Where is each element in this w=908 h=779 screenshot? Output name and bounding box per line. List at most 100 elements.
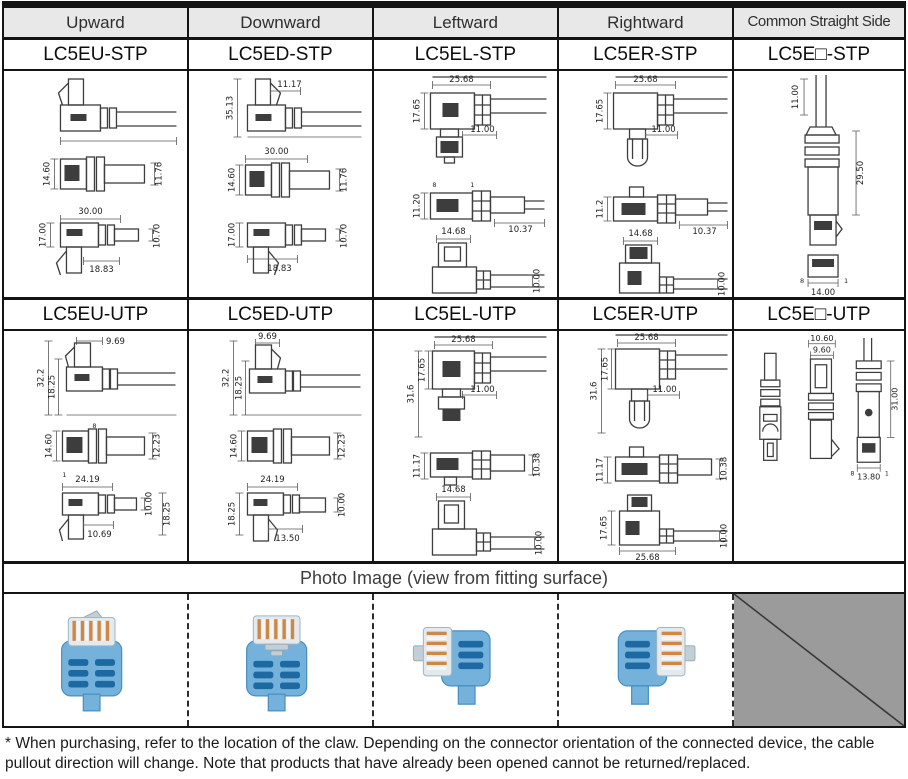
dim-label: 10.37 [692, 227, 716, 237]
front-view: 14.60 8 1 12.23 [44, 422, 162, 479]
dim-label: 10.00 [534, 531, 544, 555]
dim-label: 9.69 [106, 337, 125, 347]
front-view: 8 1 14.00 [800, 254, 848, 297]
pin-label-8: 8 [850, 471, 854, 478]
pin-label-8: 8 [432, 181, 436, 189]
utp-rightward-drawing: 25.68 31.6 17.65 11.00 [589, 333, 729, 561]
top-view: 8 1 11.20 10.37 [412, 181, 545, 235]
dim-label: 14.60 [42, 162, 52, 186]
dim-label: 17.65 [417, 358, 427, 382]
stp-downward-drawing: 35.13 11.17 30.00 14.60 [225, 78, 362, 276]
photo-upward-cell [4, 594, 189, 726]
dim-label: 18.83 [267, 264, 291, 274]
dim-label: 18.25 [47, 375, 57, 399]
utp-straight-cell: 10.60 9.60 [734, 331, 904, 561]
bottom-view-elbow: 17.65 10.00 25.68 [599, 494, 729, 561]
model-lc5eu-utp: LC5EU-UTP [4, 300, 189, 329]
dim-label: 31.6 [406, 385, 416, 404]
photo-row [4, 594, 904, 726]
header-leftward: Leftward [374, 8, 559, 37]
dim-label: 14.60 [44, 434, 54, 458]
bottom-view-elbow: 14.68 10.00 [431, 485, 545, 556]
utp-leftward-cell: 25.68 31.6 17.65 11.00 [374, 331, 559, 561]
side-view-bottom: 30.00 10.70 17.00 18.83 [38, 207, 162, 276]
stp-upward-drawing: 14.60 11.76 30.00 [38, 78, 177, 276]
photo-leftward-connector [413, 627, 491, 705]
stp-drawing-row: 14.60 11.76 30.00 [4, 71, 904, 300]
dim-label: 17.00 [227, 223, 237, 247]
model-lc5eu-stp: LC5EU-STP [4, 40, 189, 69]
header-downward: Downward [189, 8, 374, 37]
utp-straight-drawing: 10.60 9.60 [759, 333, 899, 481]
dim-label: 11.20 [412, 194, 422, 218]
photo-rightward-cell [559, 594, 734, 726]
cable-stub [458, 685, 476, 705]
dim-label: 25.68 [634, 333, 658, 343]
dim-label: 10.60 [810, 333, 833, 343]
dim-label: 32.2 [221, 369, 231, 388]
dim-label: 35.13 [225, 96, 235, 120]
model-lc5er-stp: LC5ER-STP [559, 40, 734, 69]
stp-rightward-cell: 25.68 17.65 11.00 11.2 [559, 71, 734, 297]
side-view-bottom: 17.00 10.70 18.83 [227, 222, 349, 276]
footnote-text: * When purchasing, refer to the location… [5, 735, 875, 773]
utp-rightward-cell: 25.68 31.6 17.65 11.00 [559, 331, 734, 561]
front-view: 30.00 14.60 11.76 [227, 147, 349, 198]
front-view-right-connector: 31.00 8 1 13.80 [850, 338, 899, 481]
dim-label: 18.25 [227, 502, 237, 526]
stp-model-row: LC5EU-STP LC5ED-STP LC5EL-STP LC5ER-STP … [4, 40, 904, 71]
dim-label: 31.6 [589, 382, 599, 401]
header-upward: Upward [4, 8, 189, 37]
dim-label: 10.70 [152, 224, 162, 248]
orientation-header-row: Upward Downward Leftward Rightward Commo… [4, 8, 904, 40]
dim-label: 25.68 [633, 75, 657, 85]
header-rightward: Rightward [559, 8, 734, 37]
model-lc5el-stp: LC5EL-STP [374, 40, 559, 69]
dim-label: 11.00 [470, 385, 494, 395]
photo-leftward-cell [374, 594, 559, 726]
dim-label: 29.50 [856, 161, 866, 185]
side-view-left-connector [759, 352, 782, 461]
stp-leftward-drawing: 25.68 17.65 11.00 8 1 [412, 75, 547, 294]
dim-label: 14.68 [441, 227, 465, 237]
bottom-view-elbow: 14.68 10.00 [618, 229, 728, 296]
side-view-elbow-up: 9.69 32.2 18.25 [36, 337, 177, 416]
dim-label: 10.00 [719, 524, 729, 548]
dim-label: 13.80 [857, 471, 880, 481]
stp-leftward-cell: 25.68 17.65 11.00 8 1 [374, 71, 559, 297]
pin-label-1: 1 [844, 277, 848, 285]
dim-label: 10.38 [532, 453, 542, 477]
not-applicable-cell [733, 594, 904, 726]
dim-label: 9.69 [258, 332, 277, 342]
side-view-elbow-down: 35.13 11.17 [225, 78, 362, 138]
dim-label: 10.70 [339, 224, 349, 248]
side-view-straight: 11.00 29.50 [791, 75, 866, 246]
dim-label: 11.00 [651, 125, 675, 135]
dim-label: 18.25 [162, 502, 172, 526]
model-lc5el-utp: LC5EL-UTP [374, 300, 559, 329]
dim-label: 14.60 [227, 168, 237, 192]
model-lc5ed-stp: LC5ED-STP [189, 40, 374, 69]
dim-label: 9.60 [813, 344, 831, 354]
stp-downward-cell: 35.13 11.17 30.00 14.60 [189, 71, 374, 297]
utp-upward-cell: 9.69 32.2 18.25 14.60 [4, 331, 189, 561]
utp-downward-drawing: 9.69 32.2 18.25 14.60 [221, 332, 362, 544]
dim-label: 11.76 [339, 168, 349, 192]
side-view-center-connector: 10.60 9.60 [807, 333, 840, 460]
side-view-bottom: 24.19 10.00 18.25 10.69 [58, 475, 172, 542]
dim-label: 18.83 [89, 265, 113, 275]
dim-label: 13.50 [275, 534, 299, 544]
dim-label: 10.00 [717, 272, 727, 296]
photo-downward-cell [189, 594, 374, 726]
dim-label: 17.65 [412, 99, 422, 123]
cable-stub [631, 685, 650, 705]
dim-label: 24.19 [260, 475, 284, 485]
utp-drawing-row: 9.69 32.2 18.25 14.60 [4, 331, 904, 564]
dim-label: 25.68 [635, 553, 659, 561]
dim-label: 32.2 [36, 369, 46, 388]
side-view-bottom: 24.19 18.25 13.50 10.00 [227, 475, 347, 544]
stp-straight-cell: 11.00 29.50 8 1 [734, 71, 904, 297]
photo-upward-connector [61, 610, 123, 712]
photo-caption: Photo Image (view from fitting surface) [4, 564, 904, 594]
bottom-view-elbow: 14.68 10.00 [431, 227, 545, 294]
